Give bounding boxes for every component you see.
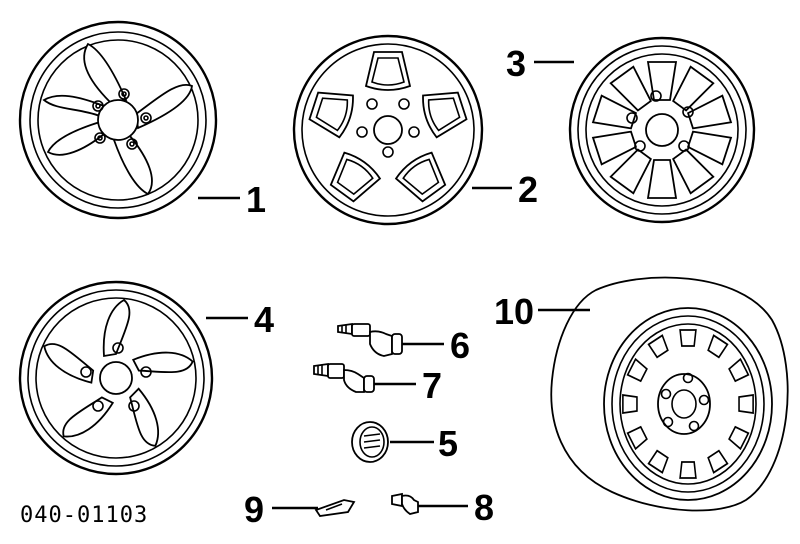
callout-7: 7 [422, 365, 442, 406]
spare-wheel-10 [550, 276, 789, 512]
center-cap-5 [351, 421, 389, 463]
valve-stem-6 [337, 322, 403, 357]
callout-5: 5 [438, 423, 458, 464]
wheel-3 [568, 36, 756, 224]
callout-2: 2 [518, 169, 538, 210]
wheel-1 [18, 20, 218, 220]
valve-stem-7 [313, 362, 375, 393]
balance-weight-9 [314, 499, 356, 517]
callout-3: 3 [506, 43, 526, 84]
callout-6: 6 [450, 325, 470, 366]
valve-core-8 [391, 492, 419, 515]
diagram-code: 040-01103 [20, 503, 148, 528]
callout-10: 10 [494, 291, 534, 332]
wheel-4 [18, 280, 214, 476]
callout-1: 1 [246, 179, 266, 220]
wheel-2 [292, 34, 484, 226]
callout-4: 4 [254, 299, 274, 340]
callout-9: 9 [244, 489, 264, 530]
callout-8: 8 [474, 487, 494, 528]
